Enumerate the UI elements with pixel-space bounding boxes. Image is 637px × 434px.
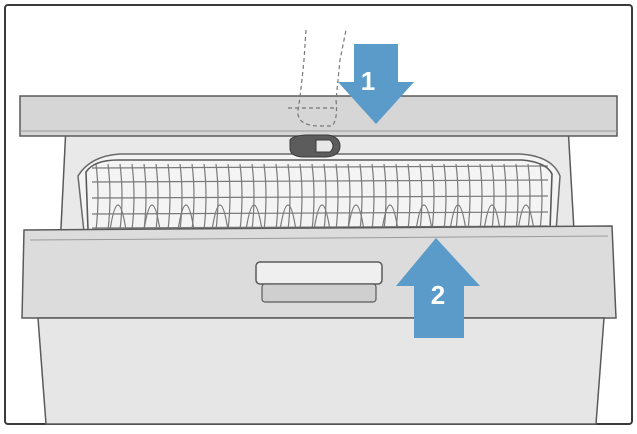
basket-rail [91,211,549,215]
plate-support [143,204,161,231]
door-front [37,317,605,425]
basket-tine [167,163,171,231]
basket-tine [383,163,387,231]
basket-tine [179,163,183,231]
basket-rail [91,179,549,183]
basket-tine [239,163,243,231]
basket-tine [335,163,339,231]
plate-support [347,204,365,231]
plate-support [109,204,127,231]
basket-tine [371,163,375,231]
basket-tine [539,163,543,231]
arrow-step-2: 2 [396,238,480,338]
step-2-label: 2 [431,280,445,310]
basket-tine [227,163,231,231]
basket-tine [299,163,303,231]
basket-tine [491,163,495,231]
basket-tine [455,163,459,231]
arrow-down-icon [338,44,414,124]
plate-support [517,204,535,231]
basket-tine [359,163,363,231]
basket-tine [251,163,255,231]
basket-tine [503,163,507,231]
basket-tine [443,163,447,231]
basket-tine [263,163,267,231]
step-1-label: 1 [361,66,375,96]
plate-support [245,204,263,231]
basket-tine [107,163,111,231]
basket-tine [479,163,483,231]
basket-tine [419,163,423,231]
arrow-up-icon [396,238,480,338]
basket-tine [515,163,519,231]
basket-tine [407,163,411,231]
basket-tine [323,163,327,231]
basket-tine [431,163,435,231]
dish-basket [85,159,553,231]
plate-support [381,204,399,231]
door-top-edge [29,235,609,241]
basket-tine [311,163,315,231]
plate-support [177,204,195,231]
basket-tine [119,163,123,231]
basket-tine [275,163,279,231]
basket-rail [91,195,549,199]
arrow-step-1: 1 [338,44,414,124]
basket-tine [155,163,159,231]
worktop [19,95,618,137]
latch-hook [289,134,341,158]
basket-tine [287,163,291,231]
plate-support [211,204,229,231]
basket-tine [131,163,135,231]
basket-tine [467,163,471,231]
basket-outline [85,159,553,231]
plate-support [483,204,501,231]
basket-tine [203,163,207,231]
plate-support [313,204,331,231]
plate-support [279,204,297,231]
door-handle [255,261,383,303]
basket-tine [527,163,531,231]
hidden-bracket-lines [288,29,347,127]
basket-tine [215,163,219,231]
plate-support [449,204,467,231]
basket-tine [95,163,99,231]
plate-support [415,204,433,231]
